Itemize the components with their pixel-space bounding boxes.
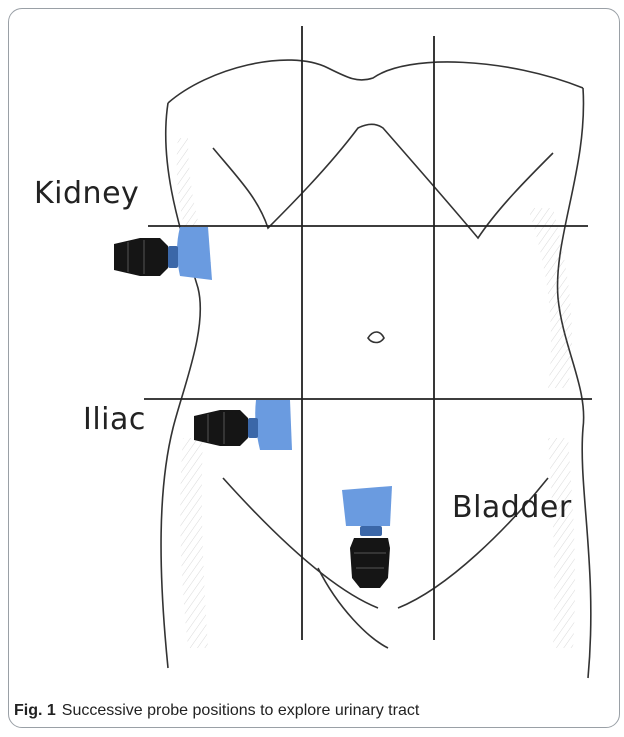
label-kidney: Kidney xyxy=(34,176,139,211)
torso-diagram xyxy=(8,8,620,690)
probe-bladder xyxy=(342,486,392,588)
label-iliac: Iliac xyxy=(83,402,146,437)
caption-number: Fig. 1 xyxy=(14,702,56,719)
caption-text: Successive probe positions to explore ur… xyxy=(62,702,420,719)
probe-iliac xyxy=(194,400,292,450)
probe-kidney xyxy=(114,227,212,280)
figure-caption: Fig. 1 Successive probe positions to expl… xyxy=(14,702,419,720)
label-bladder: Bladder xyxy=(452,490,572,525)
